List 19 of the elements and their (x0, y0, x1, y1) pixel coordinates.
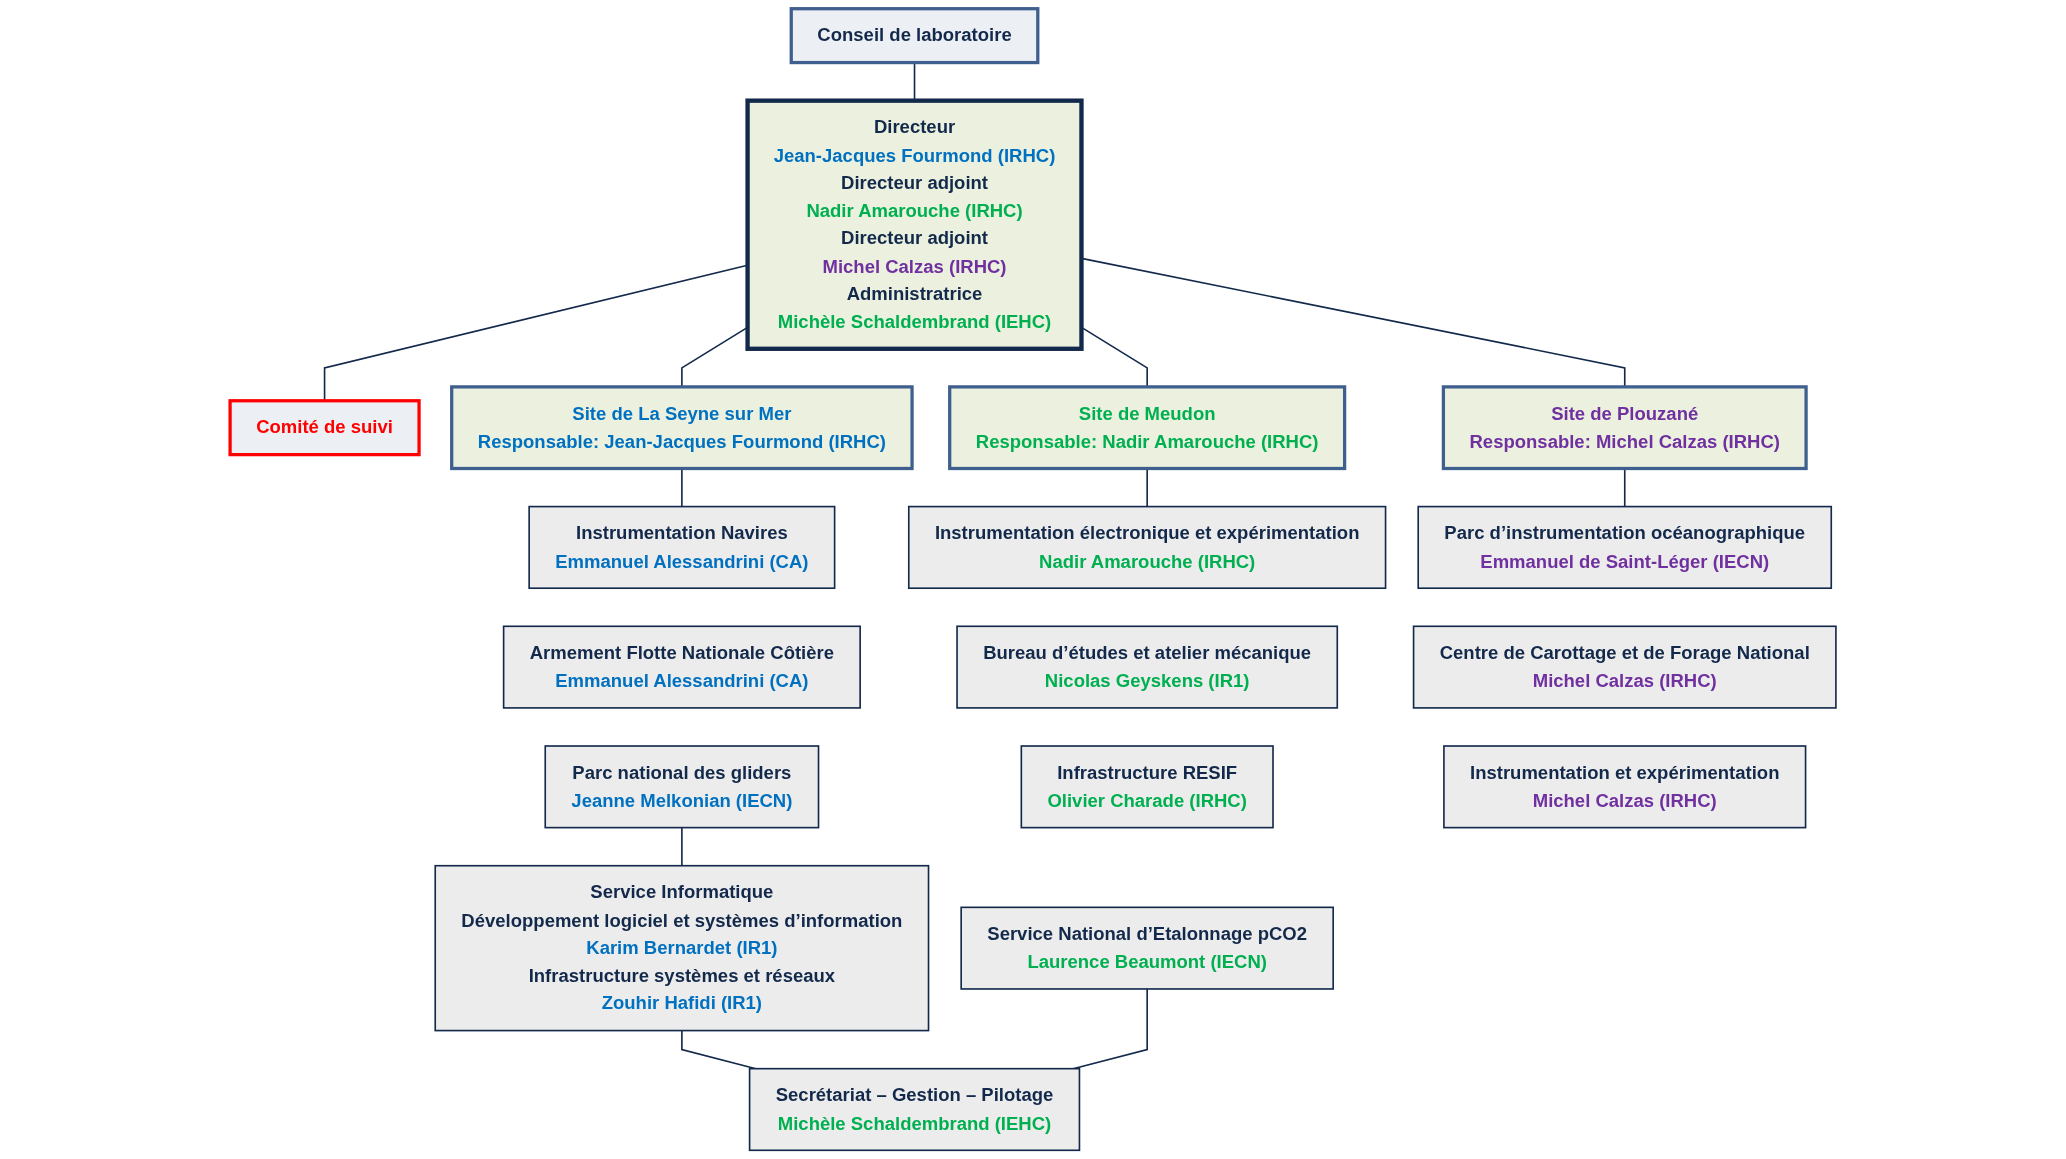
node-box: Secrétariat – Gestion – Pilotage Michèle Schaldembrand (IEHC) (748, 1067, 1081, 1152)
node-box: Site de Meudon Responsable: Nadir Amarouche (IRHC) (948, 385, 1347, 471)
node-box: Site de La Seyne sur Mer Responsable: Jean-Jacques Fourmond (IRHC) (450, 385, 914, 471)
node-box: Parc national des gliders Jeanne Melkonian (IECN) (544, 745, 820, 829)
node-box: Armement Flotte Nationale Côtière Emmanuel Alessandrini (CA) (502, 625, 861, 709)
node-box: Bureau d’études et atelier mécanique Nicolas Geyskens (IR1) (956, 625, 1339, 709)
node-box: Instrumentation Navires Emmanuel Alessandrini (CA) (528, 505, 836, 590)
node-box: Instrumentation et expérimentation Michel Calzas (IRHC) (1443, 745, 1807, 829)
node-box: Centre de Carottage et de Forage National Michel Calzas (IRHC) (1412, 625, 1837, 709)
node-box: Comité de suivi (228, 399, 421, 457)
node-box: Directeur Jean-Jacques Fourmond (IRHC) Directeur adjoint Nadir Amarouche (IRHC) Directeur adjoint Michel Calzas (IRHC) Administratrice Michèle Schaldembrand (IEHC) (745, 98, 1084, 351)
node-box: Site de Plouzané Responsable: Michel Calzas (IRHC) (1441, 385, 1808, 471)
node-box: Infrastructure RESIF Olivier Charade (IRHC) (1020, 745, 1274, 829)
node-box: Service National d’Etalonnage pCO2 Laurence Beaumont (IECN) (960, 906, 1334, 990)
node-box: Parc d’instrumentation océanographique Emmanuel de Saint-Léger (IECN) (1417, 505, 1833, 590)
node-box: Conseil de laboratoire (789, 7, 1040, 65)
node-box: Service Informatique Développement logiciel et systèmes d’information Karim Bernardet (IR1) Infrastructure systèmes et réseaux Zouhir Hafidi (IR1) (434, 864, 930, 1032)
node-box: Instrumentation électronique et expérimentation Nadir Amarouche (IRHC) (907, 505, 1387, 590)
connector (681, 826, 683, 867)
